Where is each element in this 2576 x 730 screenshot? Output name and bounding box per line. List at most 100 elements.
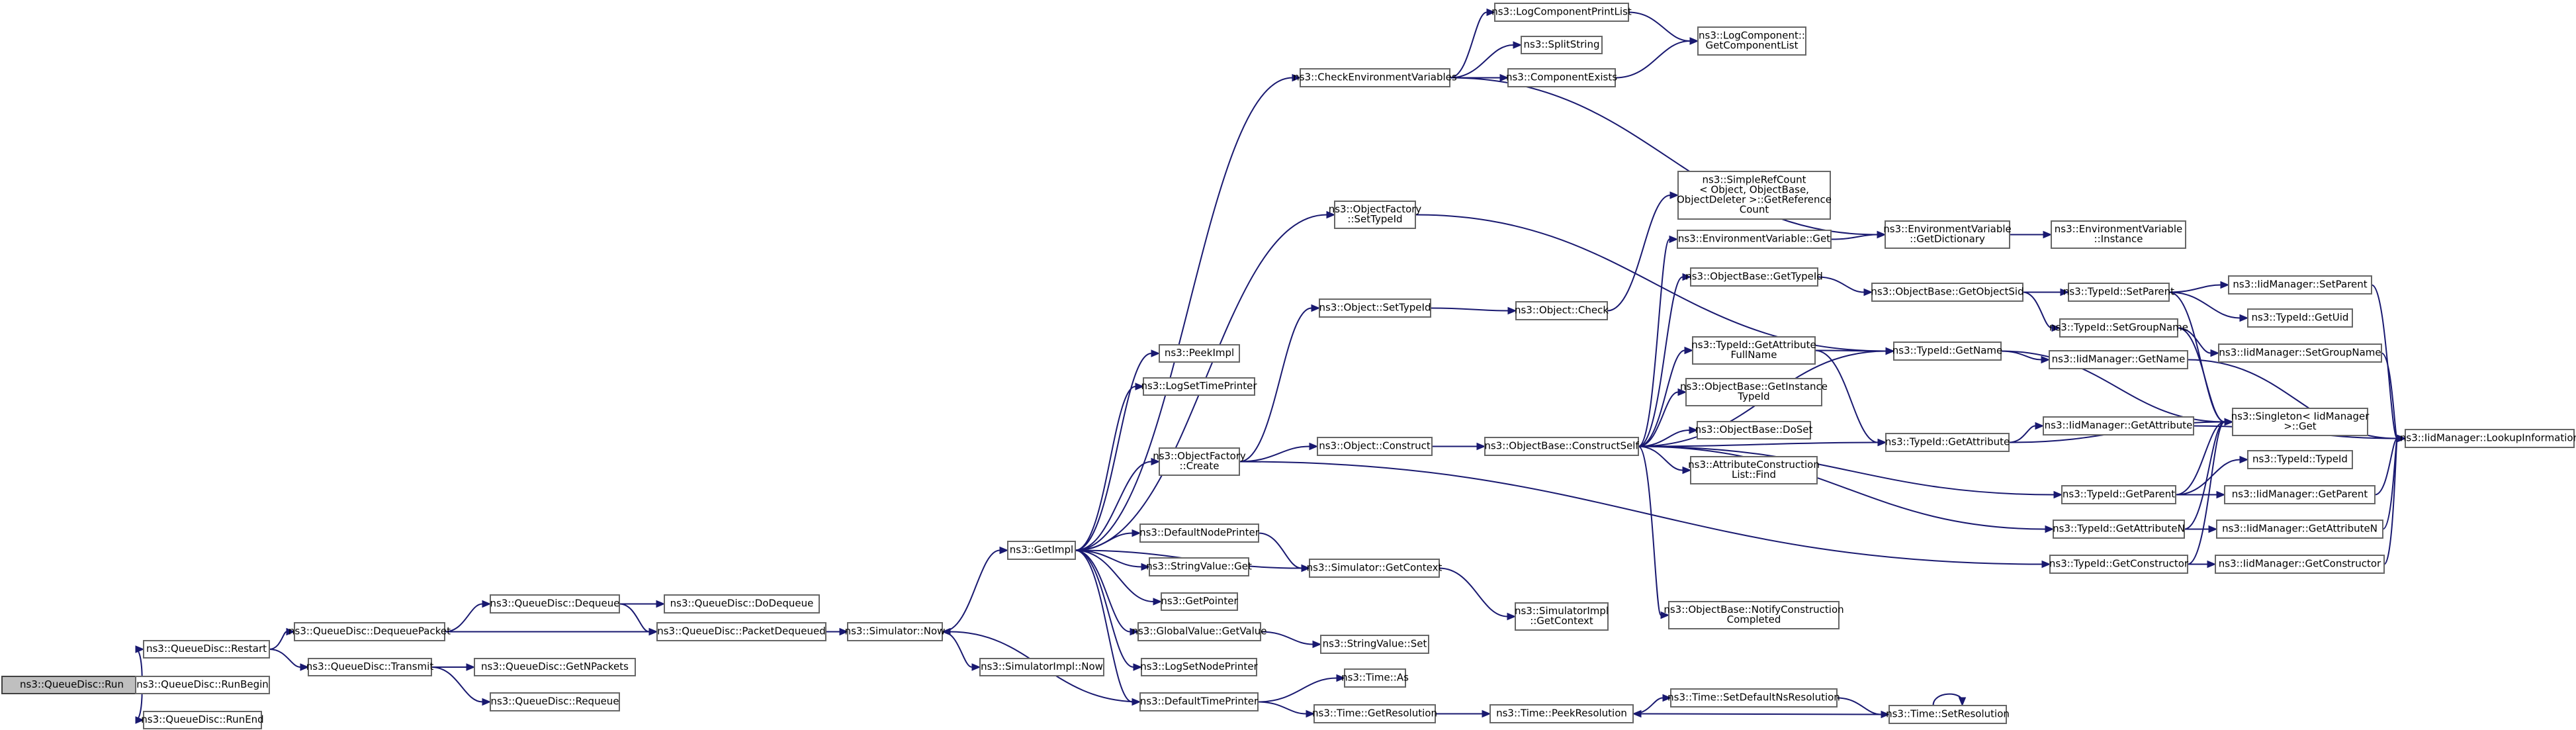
- node-logsettimeprinter[interactable]: ns3::LogSetTimePrinter: [1141, 377, 1257, 396]
- node-objectconstruct[interactable]: ns3::Object::Construct: [1317, 437, 1433, 456]
- node-typeidsetparent[interactable]: ns3::TypeId::SetParent: [2063, 283, 2174, 302]
- node-getcomplist[interactable]: ns3::LogComponent::GetComponentList: [1697, 26, 1806, 56]
- node-constructself[interactable]: ns3::ObjectBase::ConstructSelf: [1484, 437, 1639, 456]
- node-simimplgetcontext[interactable]: ns3::SimulatorImpl::GetContext: [1515, 602, 1609, 631]
- node-restart[interactable]: ns3::QueueDisc::Restart: [143, 640, 270, 659]
- node-box: [1344, 668, 1406, 688]
- node-typeidgetconstructor[interactable]: ns3::TypeId::GetConstructor: [2049, 555, 2189, 574]
- node-typeidgetparent[interactable]: ns3::TypeId::GetParent: [2061, 485, 2176, 504]
- edge-objfactorycreate-to-objectsettypeid: [1239, 304, 1321, 463]
- node-componentexists[interactable]: ns3::ComponentExists: [1506, 68, 1617, 87]
- node-iidgetattribute[interactable]: ns3::IidManager::GetAttribute: [2043, 416, 2194, 435]
- edge-line: [269, 649, 301, 668]
- edge-typeidsetgroupname-to-iidsetgroupname: [2177, 327, 2220, 357]
- node-iidsetgroupname[interactable]: ns3::IidManager::SetGroupName: [2218, 343, 2382, 363]
- edge-dequeue-to-packetdequeued: [619, 603, 658, 636]
- node-dodequeue[interactable]: ns3::QueueDisc::DoDequeue: [664, 594, 820, 614]
- node-label: ns3::CheckEnvironmentVariables: [1293, 71, 1457, 83]
- node-simgetcontext[interactable]: ns3::Simulator::GetContext: [1307, 559, 1443, 578]
- node-stringvalueget[interactable]: ns3::StringValue::Get: [1146, 557, 1252, 576]
- edge-arrowhead: [1662, 694, 1672, 702]
- node-packetdequeued[interactable]: ns3::QueueDisc::PacketDequeued: [656, 622, 826, 641]
- node-setdefaultnsres[interactable]: ns3::Time::SetDefaultNsResolution: [1667, 688, 1840, 707]
- node-envget[interactable]: ns3::EnvironmentVariable::Get: [1677, 230, 1832, 249]
- node-timesetresolution[interactable]: ns3::Time::SetResolution: [1886, 705, 2010, 724]
- node-logsetnodeprinter[interactable]: ns3::LogSetNodePrinter: [1140, 658, 1259, 676]
- edge-simnow-to-getimpl: [942, 546, 1009, 633]
- node-simnow[interactable]: ns3::Simulator::Now: [845, 622, 946, 641]
- node-getimpl[interactable]: ns3::GetImpl: [1007, 541, 1076, 560]
- node-doset[interactable]: ns3::ObjectBase::DoSet: [1695, 421, 1813, 439]
- node-simimplnow[interactable]: ns3::SimulatorImpl::Now: [979, 658, 1104, 676]
- edge-arrowhead: [648, 627, 658, 636]
- node-label: ns3::GetPointer: [1161, 595, 1238, 607]
- node-label: ns3::TypeId::GetAttributeN: [2053, 523, 2185, 535]
- node-iidgetparent[interactable]: ns3::IidManager::GetParent: [2224, 485, 2376, 504]
- node-checkenv[interactable]: ns3::CheckEnvironmentVariables: [1293, 68, 1457, 87]
- edge-arrowhead: [1632, 709, 1642, 718]
- node-typeidgetattributen[interactable]: ns3::TypeId::GetAttributeN: [2053, 520, 2185, 539]
- node-transmit[interactable]: ns3::QueueDisc::Transmit: [306, 658, 434, 676]
- node-objfactorycreate[interactable]: ns3::ObjectFactory::Create: [1153, 447, 1246, 476]
- edge-arrowhead: [1507, 612, 1517, 621]
- node-iidgetname[interactable]: ns3::IidManager::GetName: [2049, 350, 2188, 369]
- node-defaultnodeprinter[interactable]: ns3::DefaultNodePrinter: [1139, 524, 1260, 543]
- node-iidsetparent[interactable]: ns3::IidManager::SetParent: [2228, 275, 2372, 295]
- edge-arrowhead: [2035, 422, 2045, 430]
- node-simplerefcount[interactable]: ns3::SimpleRefCount< Object, ObjectBase,…: [1677, 171, 1832, 220]
- node-box: [2051, 220, 2186, 249]
- node-typeidsetgroupname[interactable]: ns3::TypeId::SetGroupName: [2049, 318, 2188, 338]
- node-timeas[interactable]: ns3::Time::As: [1341, 668, 1409, 688]
- node-run[interactable]: ns3::QueueDisc::Run: [1, 676, 142, 694]
- node-peekresolution[interactable]: ns3::Time::PeekResolution: [1489, 704, 1634, 723]
- node-typeidgetattribute[interactable]: ns3::TypeId::GetAttribute: [1885, 433, 2010, 452]
- node-envgetdictionary[interactable]: ns3::EnvironmentVariable::GetDictionary: [1883, 220, 2012, 249]
- node-label: ns3::DefaultNodePrinter: [1139, 527, 1260, 539]
- node-objfactorysettypeid[interactable]: ns3::ObjectFactory::SetTypeId: [1329, 201, 1422, 229]
- node-box: [2053, 520, 2185, 539]
- node-logcompprintlist[interactable]: ns3::LogComponentPrintList: [1491, 3, 1632, 22]
- node-notifyconstruction[interactable]: ns3::ObjectBase::NotifyConstructionCompl…: [1664, 601, 1844, 629]
- edge-typeidsetparent-to-typeidgetuid: [2168, 291, 2249, 322]
- node-typeidgetuid[interactable]: ns3::TypeId::GetUid: [2247, 308, 2353, 328]
- node-iidgetattributen[interactable]: ns3::IidManager::GetAttributeN: [2216, 520, 2383, 539]
- node-objectsettypeid[interactable]: ns3::Object::SetTypeId: [1319, 298, 1431, 318]
- edge-arrowhead: [2239, 314, 2249, 322]
- node-timegetresolution[interactable]: ns3::Time::GetResolution: [1312, 704, 1437, 723]
- node-iidgetconstructor[interactable]: ns3::IidManager::GetConstructor: [2215, 555, 2385, 574]
- edge-line: [2175, 421, 2225, 496]
- node-stringvalueset[interactable]: ns3::StringValue::Set: [1320, 635, 1429, 654]
- node-singletonget[interactable]: ns3::Singleton< IidManager >::Get: [2231, 408, 2370, 436]
- node-runbegin[interactable]: ns3::QueueDisc::RunBegin: [135, 676, 270, 694]
- node-iidlookup[interactable]: ns3::IidManager::LookupInformation: [2400, 429, 2576, 448]
- node-objbasegetobjectsid[interactable]: ns3::ObjectBase::GetObjectSid: [1871, 283, 2024, 302]
- node-box: [1300, 68, 1450, 87]
- edge-line: [1836, 697, 1882, 715]
- node-getnpackets[interactable]: ns3::QueueDisc::GetNPackets: [474, 658, 636, 676]
- node-defaulttimeprinter[interactable]: ns3::DefaultTimePrinter: [1139, 692, 1259, 711]
- node-runend[interactable]: ns3::QueueDisc::RunEnd: [141, 711, 264, 729]
- node-splitstring[interactable]: ns3::SplitString: [1521, 36, 1603, 54]
- node-box: [1161, 592, 1238, 611]
- node-dequeuepacket[interactable]: ns3::QueueDisc::DequeuePacket: [289, 622, 451, 641]
- edge-arrowhead: [1682, 466, 1692, 475]
- node-peekimpl[interactable]: ns3::PeekImpl: [1159, 344, 1240, 363]
- node-objbasegettypeid[interactable]: ns3::ObjectBase::GetTypeId: [1685, 267, 1823, 287]
- edge-line: [1830, 234, 1878, 240]
- node-globalvalueget[interactable]: ns3::GlobalValue::GetValue: [1132, 622, 1267, 641]
- edge-arrowhead: [839, 627, 849, 636]
- node-label: ::GetContext: [1530, 615, 1593, 627]
- node-objectcheck[interactable]: ns3::Object::Check: [1515, 301, 1609, 320]
- edge-transmit-to-getnpackets: [431, 663, 476, 671]
- node-typeidgetname[interactable]: ns3::TypeId::GetName: [1892, 342, 2002, 361]
- node-getpointer[interactable]: ns3::GetPointer: [1161, 592, 1238, 611]
- node-label: ns3::SimulatorImpl::Now: [981, 661, 1103, 672]
- node-requeue[interactable]: ns3::QueueDisc::Requeue: [490, 692, 620, 711]
- node-typeidtypeid[interactable]: ns3::TypeId::TypeId: [2247, 450, 2353, 469]
- node-label: >::Get: [2284, 420, 2317, 432]
- node-envinstance[interactable]: ns3::EnvironmentVariable::Instance: [2051, 220, 2186, 249]
- node-dequeue[interactable]: ns3::QueueDisc::Dequeue: [490, 594, 620, 614]
